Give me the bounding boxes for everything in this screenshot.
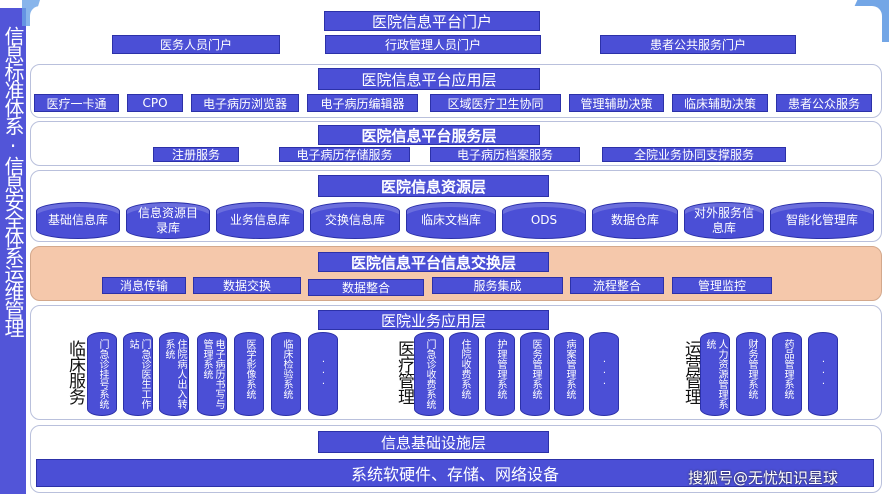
- app-item-3[interactable]: 电子病历编辑器: [307, 94, 418, 112]
- system-label: 门急诊医生工作站: [127, 339, 150, 409]
- system-medical-2[interactable]: 护理管理系统: [485, 332, 515, 416]
- business-layer-title: 医院业务应用层: [318, 310, 549, 330]
- system-medical-4[interactable]: 病案管理系统: [554, 332, 584, 416]
- resource-item-8[interactable]: 智能化管理库: [770, 202, 874, 239]
- exchange-item-0[interactable]: 消息传输: [102, 277, 186, 294]
- system-medical-0[interactable]: 门急诊收费系统: [414, 332, 444, 416]
- exchange-item-4[interactable]: 流程整合: [570, 277, 664, 294]
- system-operation-more[interactable]: ···: [808, 332, 838, 416]
- side-label-bar: 信息标准体系·信息安全体系运维管理: [0, 8, 26, 494]
- service-item-2[interactable]: 电子病历档案服务: [430, 147, 580, 162]
- service-item-0[interactable]: 注册服务: [153, 147, 239, 162]
- watermark: 搜狐号@无忧知识星球: [688, 469, 839, 487]
- system-clinical-more[interactable]: ···: [308, 332, 338, 416]
- resource-layer-title: 医院信息资源层: [318, 175, 549, 197]
- system-medical-1[interactable]: 住院收费系统: [449, 332, 479, 416]
- group-label-operation: 运营管理: [681, 340, 701, 404]
- app-item-5[interactable]: 管理辅助决策: [569, 94, 664, 112]
- portal-item-0[interactable]: 医务人员门户: [112, 35, 280, 54]
- more-ellipsis: ···: [318, 357, 329, 390]
- system-label: 电子病历书写与管理系统: [201, 339, 224, 409]
- infra-layer-title: 信息基础设施层: [318, 431, 549, 453]
- app-item-2[interactable]: 电子病历浏览器: [191, 94, 299, 112]
- resource-item-4[interactable]: 临床文档库: [406, 202, 496, 239]
- system-operation-2[interactable]: 药品管理系统: [772, 332, 802, 416]
- system-operation-1[interactable]: 财务管理系统: [736, 332, 766, 416]
- system-label: 财务管理系统: [746, 339, 757, 399]
- system-label: 人力资源管理系统: [704, 339, 727, 409]
- portal-title: 医院信息平台门户: [324, 11, 540, 31]
- exchange-item-5[interactable]: 管理监控: [672, 277, 772, 294]
- exchange-layer-title: 医院信息平台信息交换层: [318, 252, 549, 272]
- system-label: 住院收费系统: [459, 339, 470, 399]
- system-clinical-2[interactable]: 住院病人出入转系统: [159, 332, 189, 416]
- resource-item-1[interactable]: 信息资源目录库: [126, 202, 210, 239]
- exchange-item-2[interactable]: 数据整合: [308, 279, 424, 296]
- exchange-item-3[interactable]: 服务集成: [432, 277, 563, 294]
- system-clinical-5[interactable]: 临床检验系统: [271, 332, 301, 416]
- system-label: 门急诊挂号系统: [97, 339, 108, 409]
- system-clinical-0[interactable]: 门急诊挂号系统: [87, 332, 117, 416]
- more-ellipsis: ···: [818, 357, 829, 390]
- service-item-3[interactable]: 全院业务协同支撑服务: [602, 147, 786, 162]
- app-item-6[interactable]: 临床辅助决策: [672, 94, 768, 112]
- service-layer-title: 医院信息平台服务层: [318, 125, 540, 145]
- system-label: 护理管理系统: [495, 339, 506, 399]
- system-label: 临床检验系统: [281, 339, 292, 399]
- app-item-0[interactable]: 医疗一卡通: [34, 94, 119, 112]
- app-item-7[interactable]: 患者公众服务: [776, 94, 872, 112]
- resource-item-7[interactable]: 对外服务信息库: [684, 202, 764, 239]
- system-label: 住院病人出入转系统: [163, 339, 186, 409]
- system-label: 门急诊收费系统: [424, 339, 435, 409]
- infra-bar[interactable]: 系统软硬件、存储、网络设备: [36, 459, 874, 487]
- resource-item-2[interactable]: 业务信息库: [216, 202, 304, 239]
- portal-item-2[interactable]: 患者公共服务门户: [600, 35, 796, 54]
- service-item-1[interactable]: 电子病历存储服务: [279, 147, 410, 162]
- system-operation-0[interactable]: 人力资源管理系统: [700, 332, 730, 416]
- system-clinical-3[interactable]: 电子病历书写与管理系统: [197, 332, 227, 416]
- app-item-1[interactable]: CPO: [127, 94, 183, 112]
- portal-item-1[interactable]: 行政管理人员门户: [325, 35, 541, 54]
- system-label: 医务管理系统: [530, 339, 541, 399]
- system-clinical-4[interactable]: 医学影像系统: [234, 332, 264, 416]
- resource-item-3[interactable]: 交换信息库: [310, 202, 400, 239]
- app-layer-title: 医院信息平台应用层: [318, 68, 540, 90]
- group-label-medical: 医疗管理: [394, 340, 414, 404]
- group-label-clinical: 临床服务: [65, 340, 85, 404]
- side-label: 信息标准体系·信息安全体系运维管理: [1, 26, 25, 336]
- exchange-item-1[interactable]: 数据交换: [193, 277, 301, 294]
- system-label: 医学影像系统: [244, 339, 255, 399]
- more-ellipsis: ···: [599, 357, 610, 390]
- system-medical-more[interactable]: ···: [589, 332, 619, 416]
- system-label: 病案管理系统: [564, 339, 575, 399]
- system-clinical-1[interactable]: 门急诊医生工作站: [123, 332, 153, 416]
- system-label: 药品管理系统: [782, 339, 793, 399]
- system-medical-3[interactable]: 医务管理系统: [520, 332, 550, 416]
- resource-item-5[interactable]: ODS: [502, 202, 586, 239]
- resource-item-0[interactable]: 基础信息库: [36, 202, 120, 239]
- app-item-4[interactable]: 区域医疗卫生协同: [430, 94, 561, 112]
- resource-item-6[interactable]: 数据仓库: [592, 202, 678, 239]
